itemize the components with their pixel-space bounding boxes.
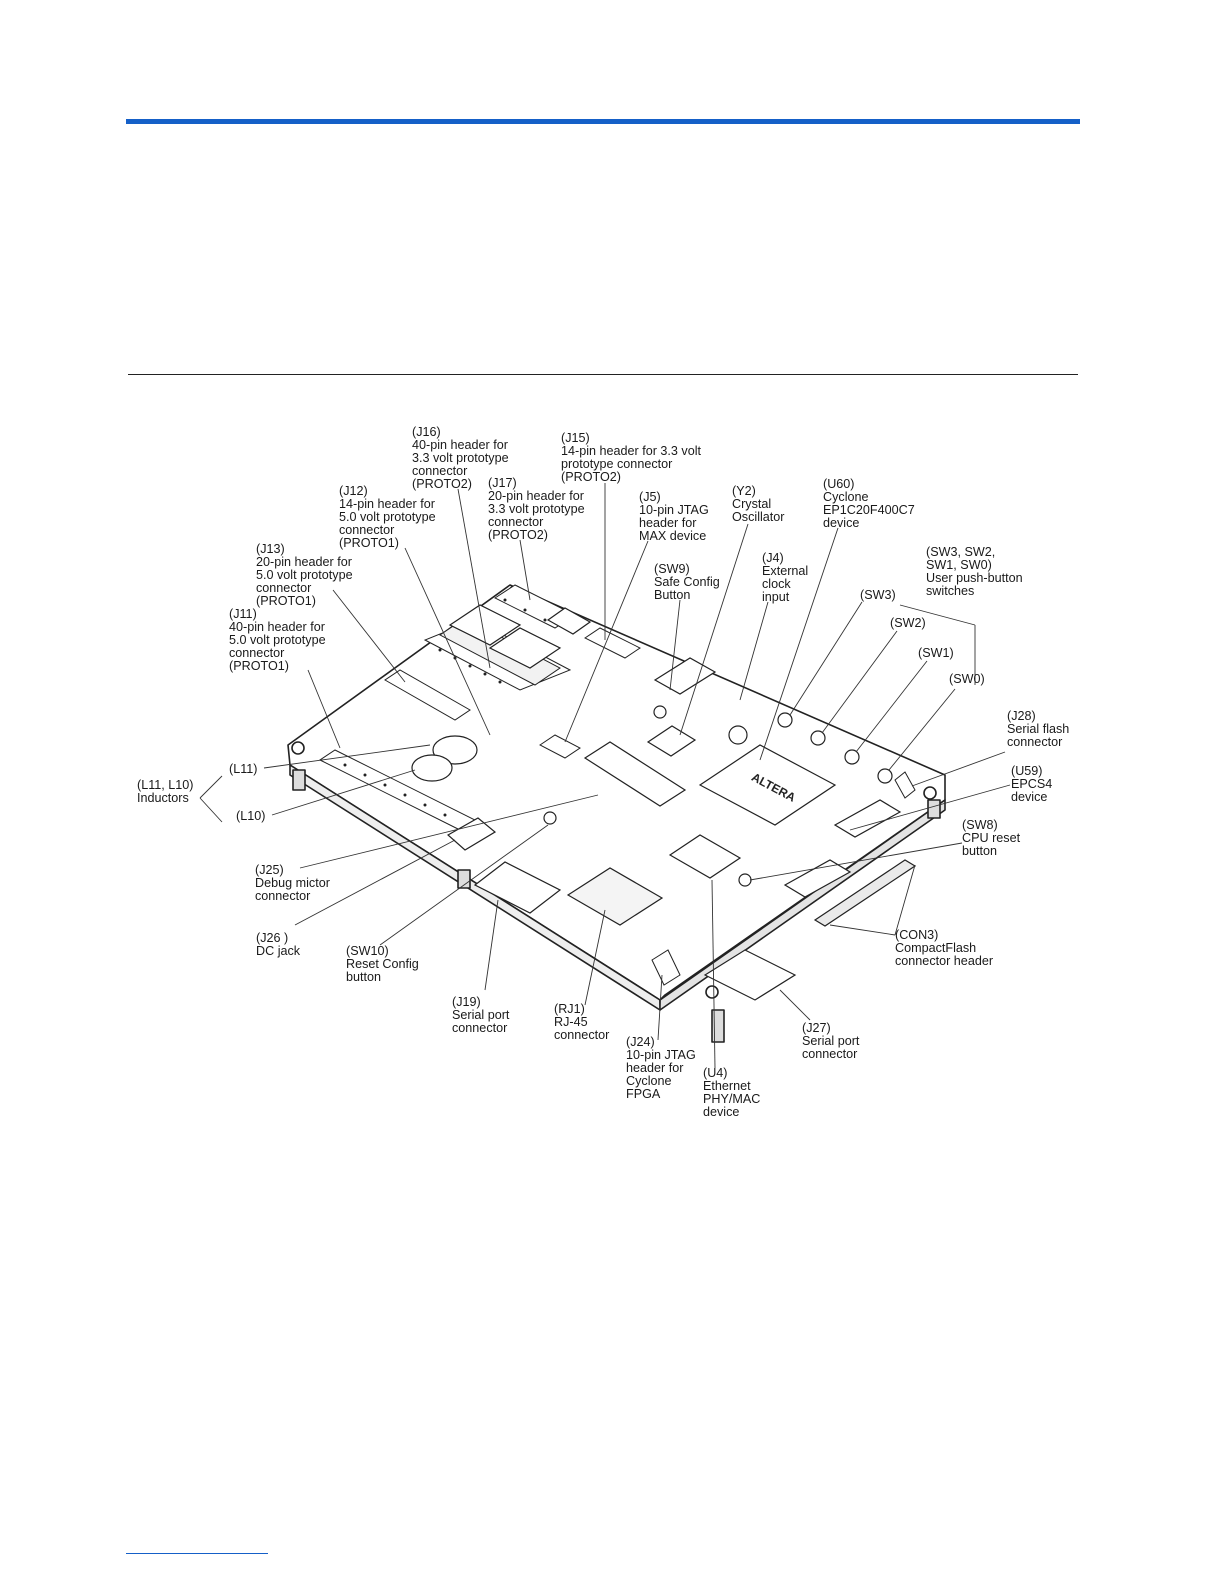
- sw8-button: [739, 874, 751, 886]
- label-u60: (U60) Cyclone EP1C20F400C7 device: [823, 478, 915, 530]
- label-sw8: (SW8) CPU reset button: [962, 819, 1020, 858]
- label-j25: (J25) Debug mictor connector: [255, 864, 330, 903]
- label-j4: (J4) External clock input: [762, 552, 808, 604]
- label-sw2: (SW2): [890, 617, 926, 630]
- label-sw1: (SW1): [918, 647, 954, 660]
- label-sw0: (SW0): [949, 673, 985, 686]
- sw3-button: [778, 713, 792, 727]
- label-l11: (L11): [229, 763, 257, 776]
- label-sw3: (SW3): [860, 589, 896, 602]
- label-j11: (J11) 40-pin header for 5.0 volt prototy…: [229, 608, 326, 673]
- label-l11-l10-inductors: (L11, L10) Inductors: [137, 779, 193, 805]
- sw0-button: [878, 769, 892, 783]
- label-u59: (U59) EPCS4 device: [1011, 765, 1052, 804]
- sw2-button: [811, 731, 825, 745]
- label-j5: (J5) 10-pin JTAG header for MAX device: [639, 491, 709, 543]
- j4-clock-input: [729, 726, 747, 744]
- label-l10: (L10): [236, 810, 265, 823]
- label-sw9: (SW9) Safe Config Button: [654, 563, 720, 602]
- l10-inductor: [412, 755, 452, 781]
- label-j28: (J28) Serial flash connector: [1007, 710, 1069, 749]
- sw9-button: [654, 706, 666, 718]
- label-u4: (U4) Ethernet PHY/MAC device: [703, 1067, 760, 1119]
- label-j17: (J17) 20-pin header for 3.3 volt prototy…: [488, 477, 585, 542]
- label-j12: (J12) 14-pin header for 5.0 volt prototy…: [339, 485, 436, 550]
- label-j26: (J26 ) DC jack: [256, 932, 300, 958]
- label-con3: (CON3) CompactFlash connector header: [895, 929, 993, 968]
- label-sw10: (SW10) Reset Config button: [346, 945, 419, 984]
- label-j13: (J13) 20-pin header for 5.0 volt prototy…: [256, 543, 353, 608]
- sw1-button: [845, 750, 859, 764]
- label-rj1: (RJ1) RJ-45 connector: [554, 1003, 609, 1042]
- label-j15: (J15) 14-pin header for 3.3 volt prototy…: [561, 432, 701, 484]
- label-sw-group: (SW3, SW2, SW1, SW0) User push-button sw…: [926, 546, 1023, 598]
- label-j24: (J24) 10-pin JTAG header for Cyclone FPG…: [626, 1036, 696, 1101]
- label-j19: (J19) Serial port connector: [452, 996, 509, 1035]
- label-y2: (Y2) Crystal Oscillator: [732, 485, 784, 524]
- label-j27: (J27) Serial port connector: [802, 1022, 859, 1061]
- sw10-button: [544, 812, 556, 824]
